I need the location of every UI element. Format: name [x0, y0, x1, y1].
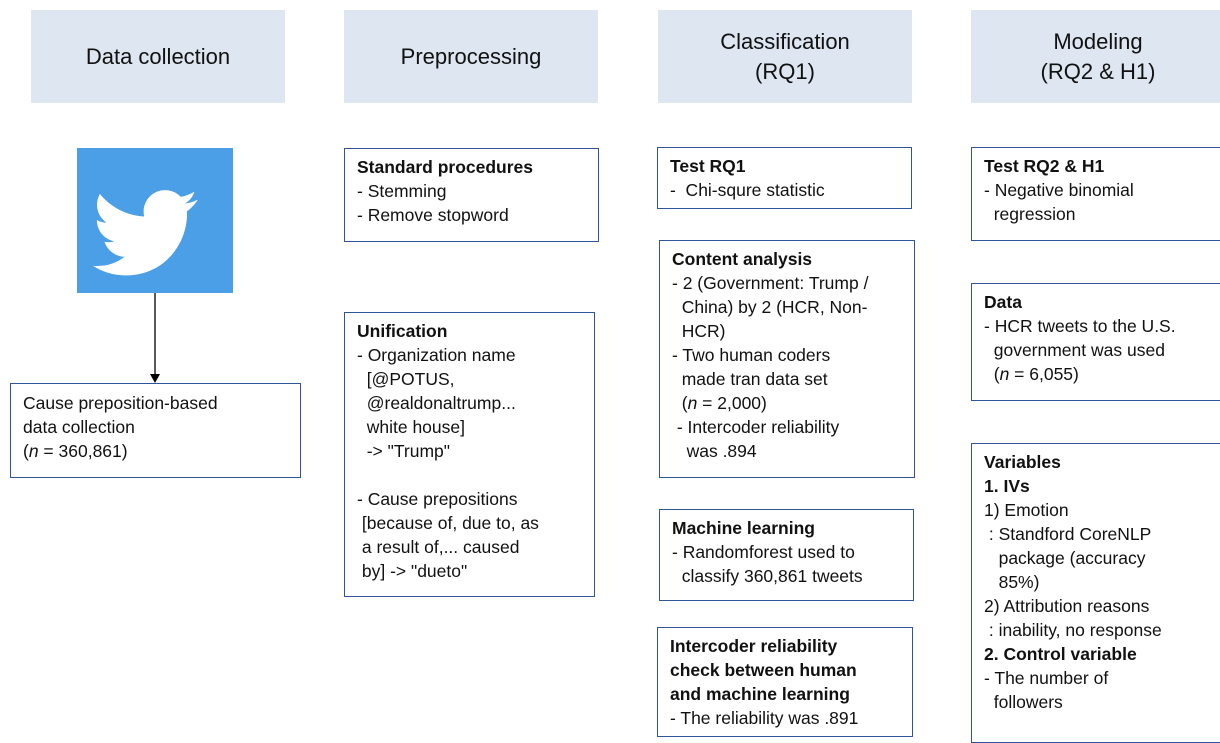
machine-learning-line: classify 360,861 tweets: [672, 566, 863, 586]
unification-line: [@POTUS,: [357, 369, 455, 389]
content-analysis-n: (n = 2,000): [672, 393, 767, 413]
header-preprocessing: Preprocessing: [344, 10, 598, 103]
test-rq1-line: - Chi-squre statistic: [670, 180, 825, 200]
collection-line-2: data collection: [23, 417, 135, 437]
collection-box: Cause preposition-based data collection …: [10, 383, 301, 478]
variables-line: - The number of: [984, 668, 1109, 688]
intercoder-line: - The reliability was .891: [670, 708, 859, 728]
n-symbol: n: [687, 393, 698, 413]
header-classification-label: Classification (RQ1): [720, 28, 850, 84]
content-analysis-n-value: = 2,000): [697, 393, 767, 413]
content-analysis-line: made tran data set: [672, 369, 828, 389]
variables-title: Variables: [984, 452, 1061, 472]
test-rq1-title: Test RQ1: [670, 156, 746, 176]
unification-box: Unification - Organization name [@POTUS,…: [344, 312, 595, 597]
machine-learning-box: Machine learning - Randomforest used to …: [659, 509, 914, 601]
header-data-collection: Data collection: [31, 10, 285, 103]
data-n-value: = 6,055): [1009, 364, 1079, 384]
data-line: - HCR tweets to the U.S.: [984, 316, 1176, 336]
n-symbol: n: [28, 441, 39, 461]
unification-line: - Organization name: [357, 345, 516, 365]
unification-line: by] -> "dueto": [357, 561, 468, 581]
content-analysis-line: China) by 2 (HCR, Non-: [672, 297, 868, 317]
content-analysis-line: - 2 (Government: Trump /: [672, 273, 869, 293]
header-preprocessing-label: Preprocessing: [400, 43, 542, 69]
collection-n: (n = 360,861): [23, 441, 128, 461]
unification-title: Unification: [357, 321, 448, 341]
standard-procedures-box: Standard procedures - Stemming - Remove …: [344, 148, 599, 242]
unification-line: white house]: [357, 417, 465, 437]
variables-line: followers: [984, 692, 1063, 712]
content-analysis-title: Content analysis: [672, 249, 813, 269]
variables-box: Variables 1. IVs 1) Emotion : Standford …: [971, 443, 1220, 743]
header-modeling-label: Modeling (RQ2 & H1): [1040, 28, 1156, 84]
test-rq2-line: regression: [984, 204, 1076, 224]
variables-line: : Standford CoreNLP: [984, 524, 1152, 544]
variables-line: package (accuracy: [984, 548, 1146, 568]
variables-line: 2) Attribution reasons: [984, 596, 1150, 616]
intercoder-box: Intercoder reliability check between hum…: [657, 627, 913, 737]
intercoder-title: check between human: [670, 660, 857, 680]
test-rq2-title: Test RQ2 & H1: [984, 156, 1105, 176]
test-rq1-box: Test RQ1 - Chi-squre statistic: [657, 147, 912, 209]
machine-learning-line: - Randomforest used to: [672, 542, 855, 562]
content-analysis-line: - Two human coders: [672, 345, 831, 365]
n-symbol: n: [999, 364, 1010, 384]
content-analysis-line: - Intercoder reliability: [672, 417, 840, 437]
standard-item: - Stemming: [357, 181, 447, 201]
unification-line: - Cause prepositions: [357, 489, 518, 509]
header-modeling: Modeling (RQ2 & H1): [971, 10, 1220, 103]
variables-ivs: 1. IVs: [984, 476, 1030, 496]
intercoder-title: Intercoder reliability: [670, 636, 838, 656]
content-analysis-line: HCR): [672, 321, 726, 341]
unification-line: [357, 463, 584, 487]
variables-line: 85%): [984, 572, 1040, 592]
test-rq2-line: - Negative binomial: [984, 180, 1134, 200]
collection-n-value: = 360,861): [38, 441, 128, 461]
twitter-logo: [77, 148, 233, 293]
standard-item: - Remove stopword: [357, 205, 509, 225]
unification-line: @realdonaltrump...: [357, 393, 516, 413]
data-box: Data - HCR tweets to the U.S. government…: [971, 283, 1220, 401]
header-data-collection-label: Data collection: [85, 43, 231, 69]
variables-line: 1) Emotion: [984, 500, 1069, 520]
data-line: government was used: [984, 340, 1165, 360]
header-classification: Classification (RQ1): [658, 10, 912, 103]
intercoder-title: and machine learning: [670, 684, 850, 704]
content-analysis-line: was .894: [672, 441, 757, 461]
variables-control: 2. Control variable: [984, 644, 1137, 664]
machine-learning-title: Machine learning: [672, 518, 815, 538]
content-analysis-box: Content analysis - 2 (Government: Trump …: [659, 240, 915, 478]
unification-line: -> "Trump": [357, 441, 450, 461]
data-n: (n = 6,055): [984, 364, 1079, 384]
twitter-bird-icon: [92, 190, 198, 276]
test-rq2-box: Test RQ2 & H1 - Negative binomial regres…: [971, 147, 1220, 241]
variables-line: : inability, no response: [984, 620, 1162, 640]
collection-line-1: Cause preposition-based: [23, 393, 218, 413]
unification-line: a result of,... caused: [357, 537, 520, 557]
unification-line: [because of, due to, as: [357, 513, 539, 533]
standard-procedures-title: Standard procedures: [357, 157, 534, 177]
data-title: Data: [984, 292, 1022, 312]
